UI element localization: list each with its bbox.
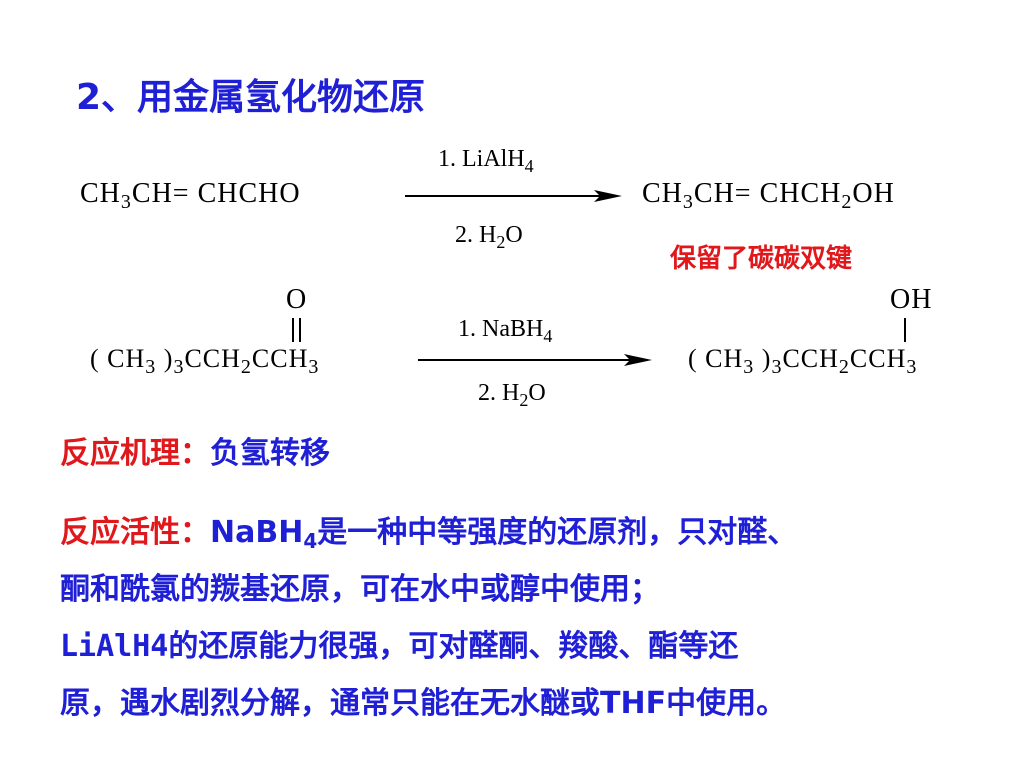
product2-part: CCH <box>849 344 907 373</box>
reactant2-part: CCH <box>184 344 241 373</box>
product2-subscript: 3 <box>743 356 755 378</box>
activity-text: 的还原能力很强，可对醛酮、羧酸、酯等还 <box>168 629 739 664</box>
reactant2-part: CCH <box>251 344 309 373</box>
activity-text: LiAlH4 <box>60 629 169 664</box>
product2-subscript: 3 <box>771 356 783 378</box>
reactant1-part: CH= CHCHO <box>131 178 301 209</box>
activity-paragraph: 反应活性：NaBH4是一种中等强度的还原剂，只对醛、 酮和酰氯的羰基还原，可在水… <box>60 504 1000 732</box>
reagent-subscript: 4 <box>524 156 534 176</box>
reagent-text: O <box>505 222 523 248</box>
reagent-text: 1. NaBH <box>458 316 544 342</box>
reagent-subscript: 2 <box>496 232 506 252</box>
reaction1-reagent-bottom: 2. H2O <box>455 222 523 252</box>
reagent-text: 1. LiAlH <box>438 146 525 172</box>
reaction2-arrowhead <box>624 354 652 366</box>
activity-line-2: 酮和酰氯的羰基还原，可在水中或醇中使用； <box>60 572 660 607</box>
activity-text: NaBH <box>210 515 304 550</box>
product1-subscript: 3 <box>682 191 694 213</box>
reactant2-subscript: 3 <box>308 356 320 378</box>
reagent-text: 2. H <box>478 380 520 406</box>
activity-subscript: 4 <box>303 529 318 553</box>
product1-part: OH <box>852 178 895 209</box>
activity-label: 反应活性： <box>60 515 210 550</box>
reagent-text: 2. H <box>455 222 497 248</box>
product1-part: CH <box>642 178 683 209</box>
reagent-subscript: 2 <box>519 390 529 410</box>
reactant1-subscript: 3 <box>120 191 132 213</box>
mechanism-label: 反应机理： <box>60 436 210 471</box>
reactant2-subscript: 2 <box>240 356 252 378</box>
activity-text: 是一种中等强度的还原剂，只对醛、 <box>317 515 798 550</box>
reagent-subscript: 4 <box>543 326 553 346</box>
reactant2-subscript: 3 <box>145 356 157 378</box>
reaction1-arrowhead <box>594 190 622 202</box>
reaction2-reactant: ( CH3 )3CCH2CCH3 <box>90 344 319 377</box>
reaction1-reactant: CH3CH= CHCHO <box>80 178 301 213</box>
mechanism-line: 反应机理：负氢转移 <box>60 428 330 472</box>
product2-part: CCH <box>782 344 839 373</box>
product1-part: CH= CHCH <box>693 178 842 209</box>
product2-part: ) <box>754 344 772 373</box>
reactant2-part: ) <box>156 344 174 373</box>
activity-line-3: LiAlH4的还原能力很强，可对醛酮、羧酸、酯等还 <box>60 618 1000 675</box>
reaction2-product: ( CH3 )3CCH2CCH3 <box>688 344 917 377</box>
reactant2-subscript: 3 <box>173 356 185 378</box>
reaction2-reagent-top: 1. NaBH4 <box>458 316 553 346</box>
slide-title: 2、用金属氢化物还原 <box>76 77 426 118</box>
product1-subscript: 2 <box>841 191 853 213</box>
product2-subscript: 3 <box>906 356 918 378</box>
reaction1-product: CH3CH= CHCH2OH <box>642 178 895 213</box>
mechanism-text: 负氢转移 <box>210 436 330 471</box>
reaction2-reagent-bottom: 2. H2O <box>478 380 546 410</box>
activity-line-4: 原，遇水剧烈分解，通常只能在无水醚或THF中使用。 <box>60 686 787 721</box>
product2-part: ( CH <box>688 344 744 373</box>
activity-line-1: 反应活性：NaBH4是一种中等强度的还原剂，只对醛、 <box>60 504 1000 561</box>
product2-hydroxyl: OH <box>890 284 933 315</box>
reactant1-part: CH <box>80 178 121 209</box>
double-bond-note: 保留了碳碳双键 <box>670 244 853 274</box>
reagent-text: O <box>528 380 546 406</box>
reaction1-reagent-top: 1. LiAlH4 <box>438 146 534 176</box>
product2-subscript: 2 <box>838 356 850 378</box>
reactant2-part: ( CH <box>90 344 146 373</box>
reactant2-carbonyl-oxygen: O <box>286 284 308 315</box>
